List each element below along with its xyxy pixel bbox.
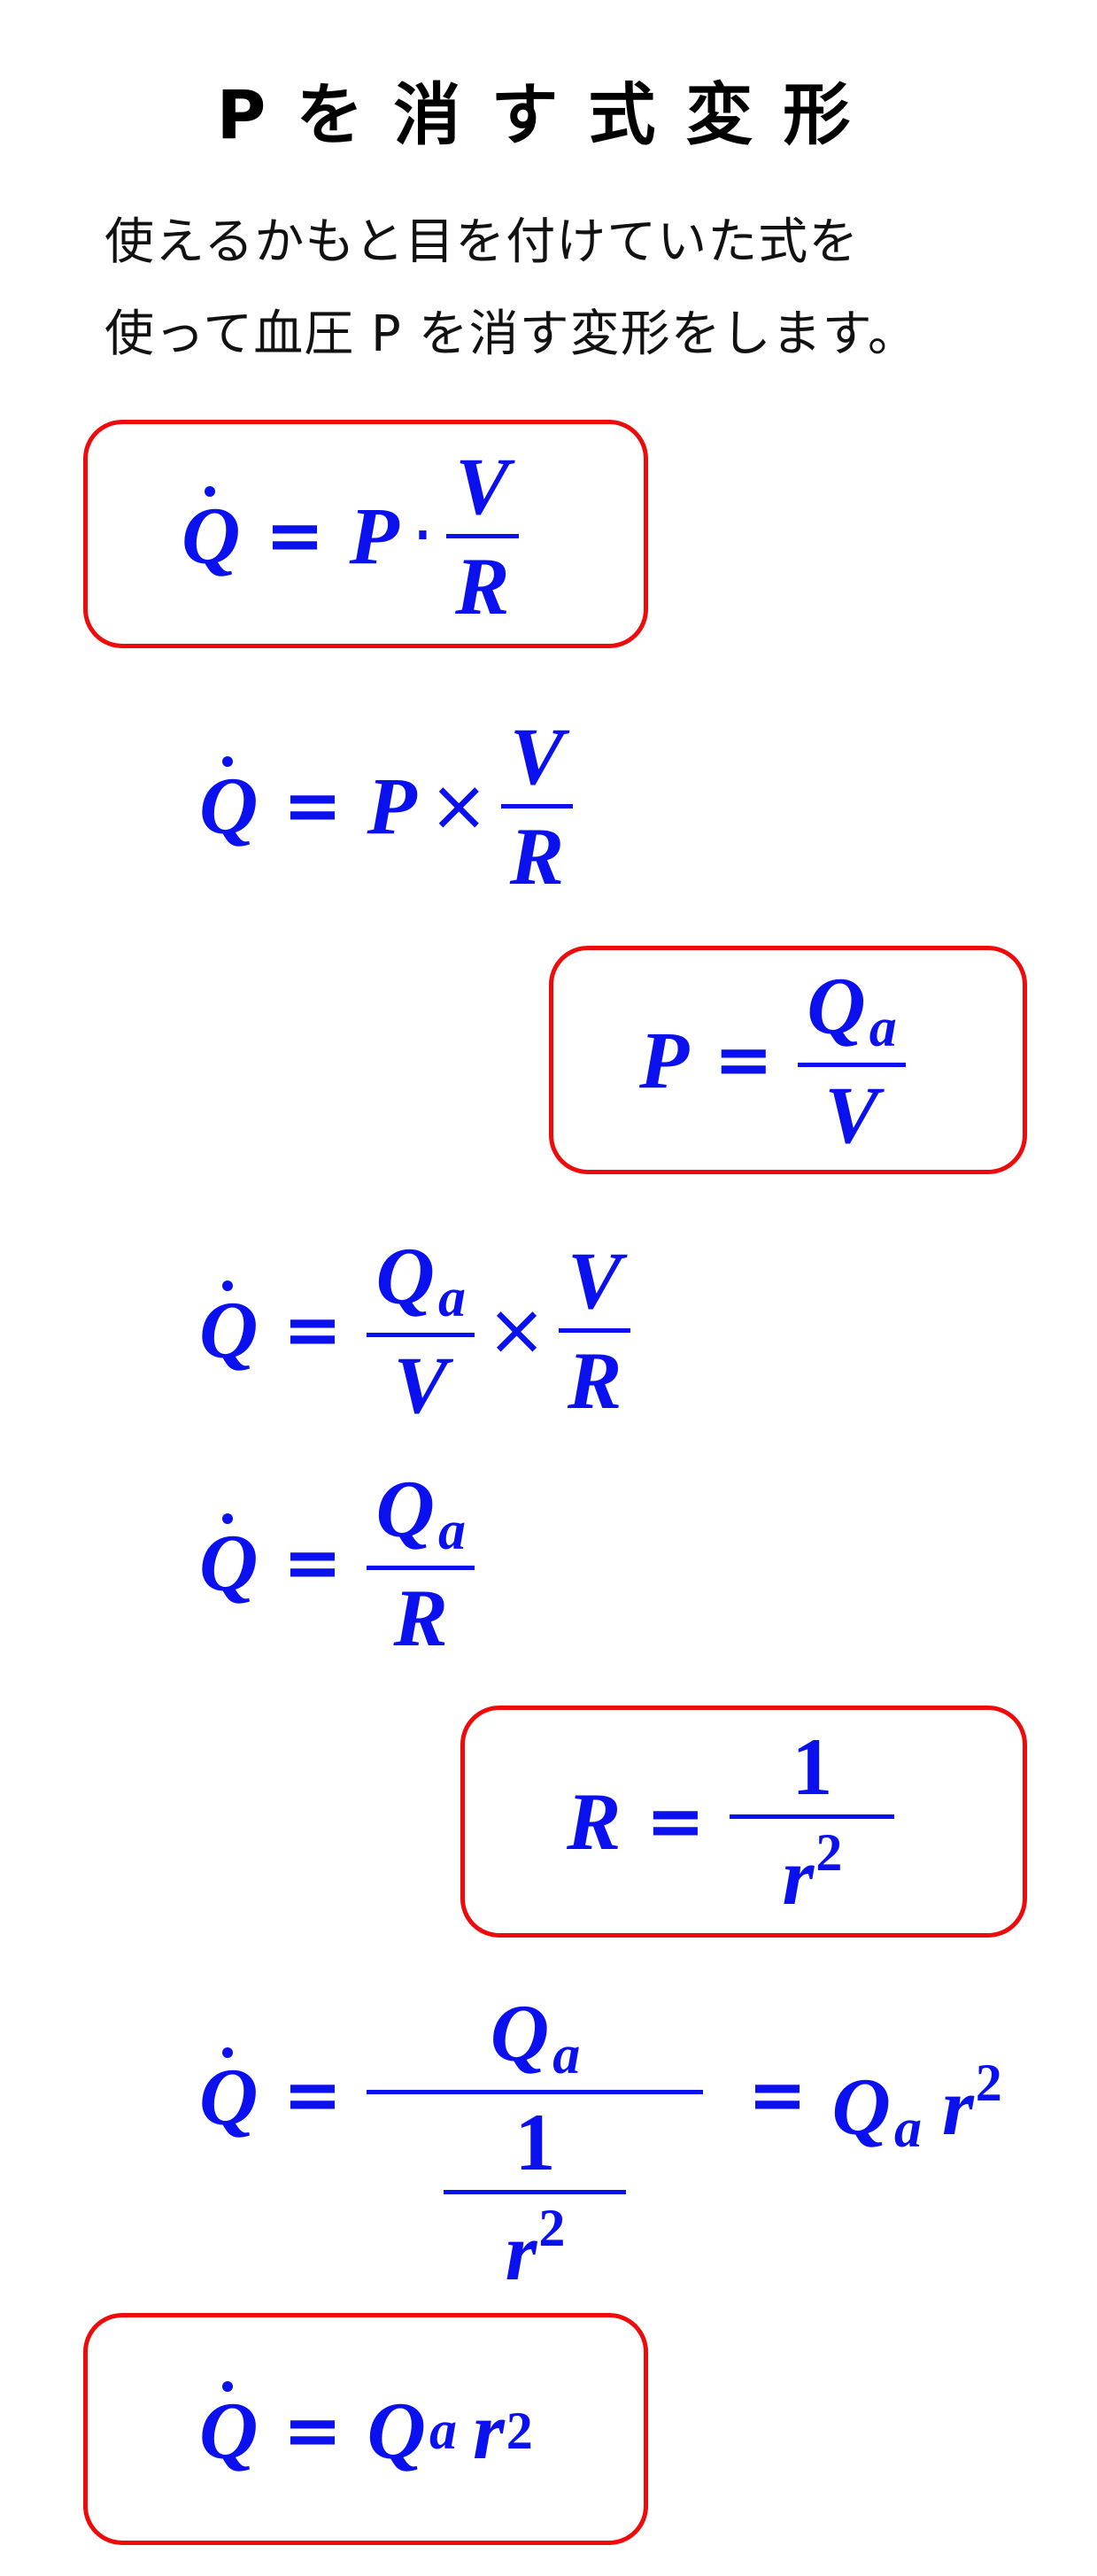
subscript-a: a [437,1500,466,1561]
exponent-2: 2 [975,2054,1002,2112]
dot-operator: · [411,494,435,576]
equation-times-form: Q = P × V R [199,710,574,901]
times-operator: × [486,1288,546,1371]
fraction-bar [730,1814,895,1819]
exponent-2: 2 [538,2199,566,2257]
fraction-bar-main [367,2090,704,2094]
q-dot: Q [199,756,259,851]
numerator: V [509,710,565,801]
subscript-a: a [869,997,897,1058]
equation-resistance-formula: R = 1 r2 [567,1721,895,1917]
fraction-v-over-r: V R [500,710,574,901]
denominator: R [509,810,565,901]
numerator: Qa [482,1992,589,2083]
r-symbol: r [505,2207,537,2297]
fraction-one-over-r-squared: 1 r2 [730,1721,895,1917]
equals-sign: = [282,1521,343,1604]
highlight-box-resistance-formula [460,1706,1027,1938]
numerator: 1 [792,1721,833,1812]
highlight-box-pressure-formula [549,946,1027,1174]
r-symbol: r [941,2062,974,2152]
fraction-qa-over-v: Qa V [798,965,906,1160]
q-dot: Q [182,486,241,581]
fraction-qa-over-r: Qa R [367,1468,475,1663]
q-symbol: Q [490,1988,550,2078]
denominator: r2 [774,1826,852,1917]
equals-sign: = [747,2054,807,2136]
fraction-bar [798,1062,906,1067]
equation-simplified: Q = Qa R [199,1468,475,1663]
fraction-bar [444,2190,627,2194]
q-dot: Q [199,2047,259,2142]
q-symbol: Q [375,1230,435,1321]
exponent-2: 2 [506,2402,533,2460]
complex-fraction: Qa 1 r2 [367,1992,704,2293]
subscript-a: a [552,2025,581,2085]
exponent-2: 2 [815,1823,843,1882]
subscript-a: a [893,2099,922,2159]
denominator: V [824,1069,879,1160]
q-symbol: Q [375,1463,435,1554]
denominator: R [455,540,510,631]
q-dot: Q [199,1513,259,1608]
denominator: R [393,1572,448,1663]
fraction-bar [500,803,574,808]
fraction-bar [367,1565,475,1570]
highlight-box-final-result [83,2313,648,2545]
equation-final-derivation: Q = Qa 1 r2 = Qa r2 [199,1992,1002,2293]
denominator: V [393,1339,448,1430]
r-symbol: r [782,1831,815,1922]
intro-line-1: 使えるかもと目を付けていた式を [104,213,860,271]
fraction-qa-over-v: Qa V [367,1235,475,1430]
denominator: R [567,1334,622,1426]
equals-sign: = [282,2389,343,2472]
fraction-bar [367,1332,475,1337]
numerator: Qa [367,1235,474,1326]
equals-sign: = [282,1288,343,1371]
denominator: r2 [497,2201,575,2293]
fraction-bar [446,533,519,538]
equals-sign: = [282,764,343,847]
highlight-box-flow-formula [83,420,648,648]
equation-substituted: Q = Qa V × V R [199,1234,631,1430]
pressure-symbol: P [639,1015,690,1105]
subscript-a: a [437,1267,466,1328]
equals-sign: = [714,1018,774,1101]
r-symbol: r [472,2386,505,2476]
fraction-one-over-r-squared: 1 r2 [444,2097,627,2293]
pressure-symbol: P [367,761,417,851]
resistance-symbol: R [567,1776,622,1867]
pressure-symbol: P [349,491,399,581]
equation-flow-formula: Q = P · V R [182,443,519,629]
equation-pressure-formula: P = Qa V [639,965,906,1160]
times-operator: × [429,764,489,847]
numerator: 1 [514,2097,556,2187]
numerator: V [455,440,510,531]
numerator: Qa [367,1468,474,1559]
fraction-bar [558,1327,631,1333]
intro-line-2: 使って血圧 P を消す変形をします。 [104,306,918,363]
page-title: Pを消す式変形 [216,75,881,154]
q-symbol: Q [831,2062,891,2152]
equals-sign: = [282,2054,343,2136]
subscript-a: a [429,2401,457,2461]
q-symbol: Q [367,2386,426,2476]
q-dot: Q [199,2381,259,2476]
result: Qa r2 [832,2056,1002,2156]
q-dot: Q [199,1280,259,1375]
fraction-v-over-r: V R [558,1234,631,1426]
q-symbol: Q [807,960,866,1051]
equals-sign: = [265,494,325,576]
numerator: Qa [798,965,905,1056]
numerator: V [567,1234,622,1326]
equals-sign: = [645,1780,706,1862]
fraction-v-over-r: V R [446,440,519,631]
